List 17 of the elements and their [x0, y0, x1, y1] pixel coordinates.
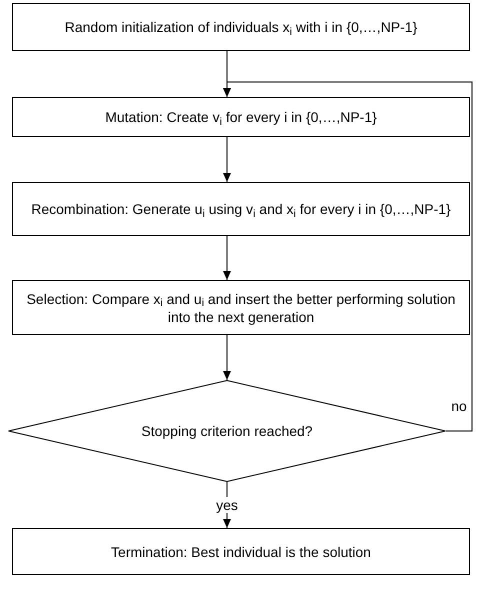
arrow — [223, 334, 231, 380]
edge-label: yes — [215, 497, 239, 513]
process-box — [12, 182, 470, 236]
box-text: Random initialization of individuals x$_{i}$ with i in {0,…,NP-1} — [64, 18, 418, 36]
arrow — [223, 482, 231, 528]
decision-text: Stopping criterion reached? — [141, 422, 313, 440]
box-text: Mutation: Create v$_{i}$ for every i in {0,…,NP-1} — [105, 108, 377, 126]
process-box — [12, 528, 470, 575]
box-text: Termination: Best individual is the solution — [111, 542, 371, 560]
process-box — [12, 97, 470, 137]
process-box — [12, 3, 470, 51]
process-box — [12, 280, 470, 335]
arrow — [223, 82, 472, 432]
arrow — [223, 236, 231, 280]
box-text: Selection: Compare x$_{i}$ and u$_{i}$ and insert the better performing solution into the next generation — [26, 290, 456, 326]
box-text: Recombination: Generate u$_{i}$ using v$_{i}$ and x$_{i}$ for every i in {0,…,NP-1} — [31, 200, 451, 218]
arrow — [223, 136, 231, 182]
